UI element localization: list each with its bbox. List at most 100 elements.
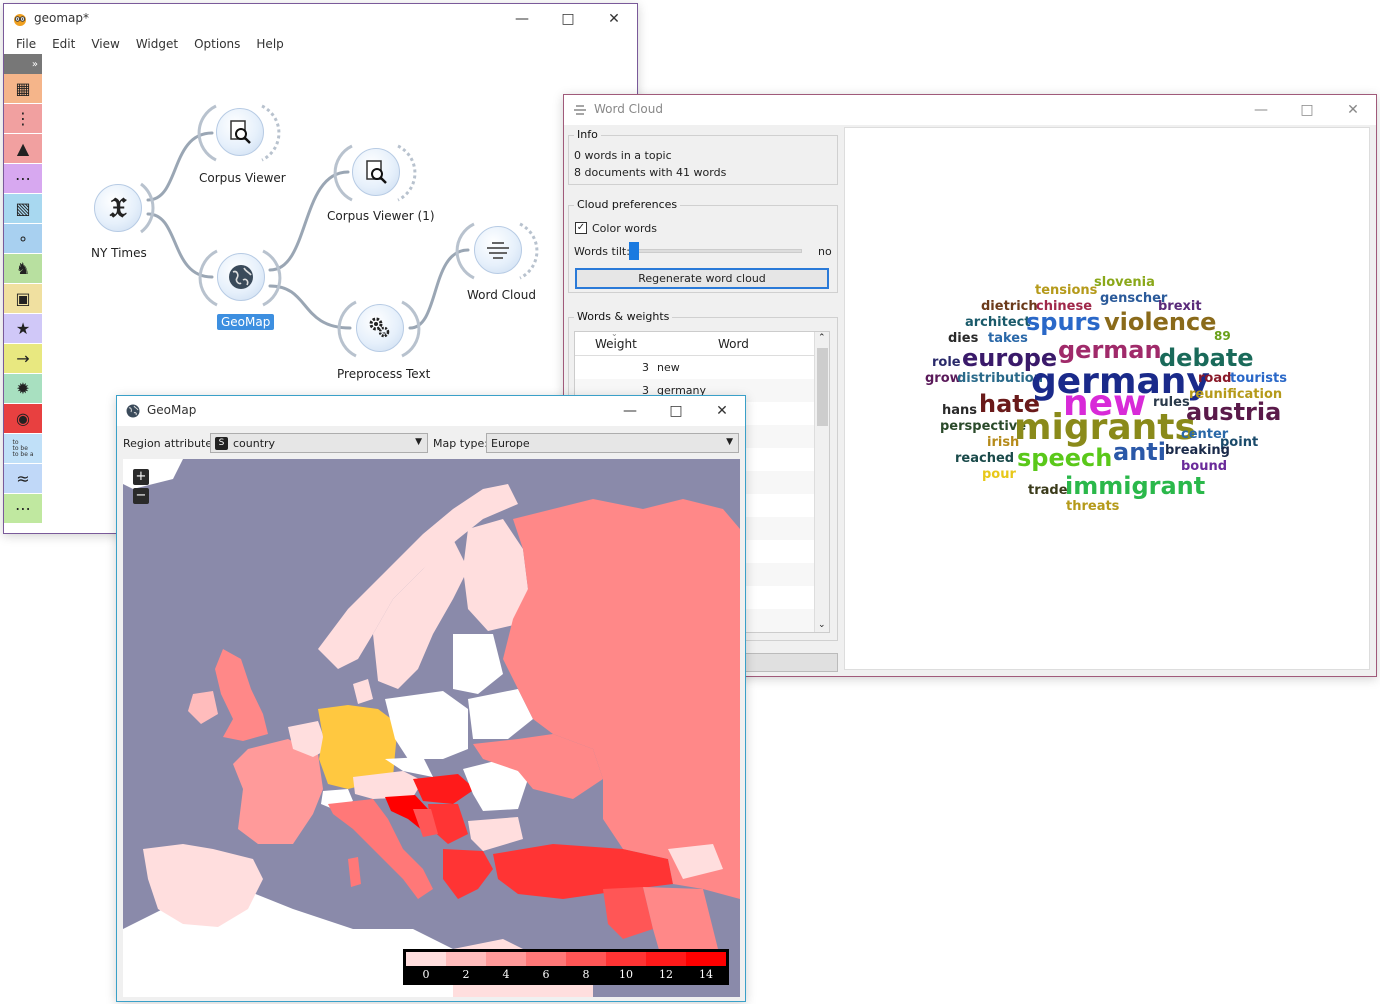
cloud-word-dietrich[interactable]: dietrich (981, 299, 1038, 314)
close-icon[interactable]: ✕ (608, 11, 620, 27)
cloud-word-anti[interactable]: anti (1113, 438, 1166, 466)
toolbox-arrows-button[interactable]: → (4, 344, 42, 374)
cloud-word-perspective[interactable]: perspective (940, 419, 1027, 434)
node-corpus-viewer-1[interactable] (348, 144, 404, 200)
toolbox-dots-button[interactable]: ∘ (4, 224, 42, 254)
menu-help[interactable]: Help (256, 37, 284, 51)
close-icon[interactable]: ✕ (1347, 102, 1359, 118)
cloud-word-reached[interactable]: reached (955, 451, 1015, 466)
cloud-word-german[interactable]: german (1058, 336, 1162, 364)
cloud-word-breaking[interactable]: breaking (1165, 443, 1230, 458)
toolbox-grid-button[interactable]: ▧ (4, 194, 42, 224)
node-word-cloud[interactable] (470, 222, 526, 278)
cloud-word-germany[interactable]: germany (1031, 361, 1210, 402)
toolbox-graduation-button[interactable]: ◉ (4, 404, 42, 434)
cloud-word-europe[interactable]: europe (962, 344, 1058, 372)
table-scrollbar[interactable]: ⌃ ⌄ (814, 332, 829, 632)
orange-titlebar[interactable]: geomap* — □ ✕ (4, 4, 637, 34)
cloud-word-immigrant[interactable]: immigrant (1065, 472, 1206, 500)
menu-edit[interactable]: Edit (52, 37, 76, 51)
toolbox-scatter-green-button[interactable]: ⋯ (4, 494, 42, 524)
table-row[interactable]: 3 new (575, 356, 815, 379)
menu-file[interactable]: File (16, 37, 37, 51)
cloud-word-genscher[interactable]: genscher (1100, 291, 1168, 306)
cloud-word-reunification[interactable]: reunification (1189, 387, 1283, 402)
toolbox-network-button[interactable]: ✹ (4, 374, 42, 404)
toolbox-hierarchy-button[interactable]: ♞ (4, 254, 42, 284)
menu-options[interactable]: Options (194, 37, 241, 51)
cloud-word-debate[interactable]: debate (1159, 344, 1254, 372)
toolbox-line-button[interactable]: ≈ (4, 464, 42, 494)
node-corpus-viewer-1-label: Corpus Viewer (1) (327, 209, 435, 223)
cloud-word-role[interactable]: role (932, 355, 961, 370)
scroll-down-icon[interactable]: ⌄ (818, 620, 826, 630)
cloud-word-slovenia[interactable]: slovenia (1094, 275, 1155, 290)
cloud-word-road[interactable]: road (1198, 371, 1232, 386)
column-word[interactable]: Word (718, 337, 749, 351)
geomap-titlebar[interactable]: GeoMap — □ ✕ (117, 396, 745, 426)
maximize-icon[interactable]: □ (669, 403, 683, 419)
zoom-out-button[interactable]: − (133, 488, 149, 504)
cloud-word-hans[interactable]: hans (942, 403, 978, 418)
cloud-word-violence[interactable]: violence (1104, 308, 1217, 336)
words-tilt-slider-handle[interactable] (629, 242, 639, 260)
cloud-word-spurs[interactable]: spurs (1026, 308, 1101, 336)
regenerate-button[interactable]: Regenerate word cloud (575, 268, 829, 289)
menu-widget[interactable]: Widget (135, 37, 179, 51)
maximize-icon[interactable]: □ (1300, 102, 1314, 118)
words-tilt-slider-track[interactable] (630, 249, 802, 253)
cloud-word-hate[interactable]: hate (979, 390, 1041, 418)
node-preprocess-text[interactable]: a (352, 300, 408, 356)
color-words-checkbox[interactable]: ✓ (575, 222, 587, 234)
column-weight[interactable]: Weight (595, 337, 637, 351)
cloud-word-takes[interactable]: takes (988, 331, 1028, 346)
zoom-in-button[interactable]: + (133, 469, 149, 485)
cloud-word-austria[interactable]: austria (1186, 398, 1282, 426)
cloud-word-irish[interactable]: irish (987, 435, 1020, 450)
cloud-word-distribution[interactable]: distribution (957, 371, 1043, 386)
cloud-word-pour[interactable]: pour (982, 467, 1016, 482)
menu-view[interactable]: View (91, 37, 120, 51)
toolbox-sieve-button[interactable]: ⋯ (4, 164, 42, 194)
choropleth-svg (123, 459, 740, 997)
cloud-word-brexit[interactable]: brexit (1158, 299, 1202, 314)
scroll-up-icon[interactable]: ⌃ (818, 333, 826, 343)
cloud-word-rules[interactable]: rules (1153, 395, 1190, 410)
cloud-word-center[interactable]: center (1181, 427, 1229, 442)
cloud-word-bound[interactable]: bound (1181, 459, 1228, 474)
cloud-word-tensions[interactable]: tensions (1035, 283, 1098, 298)
cloud-word-new[interactable]: new (1063, 383, 1147, 424)
cloud-word-trade[interactable]: trade (1028, 483, 1068, 498)
scrollbar-thumb[interactable] (817, 348, 828, 426)
toolbox-image-button[interactable]: ▣ (4, 284, 42, 314)
cloud-word-tourists[interactable]: tourists (1230, 371, 1287, 386)
toolbox-table-button[interactable]: ▦ (4, 74, 42, 104)
cloud-word-grow[interactable]: grow (925, 371, 962, 386)
toolbox-star-button[interactable]: ★ (4, 314, 42, 344)
toolbox-text-icon-line: to be a (12, 450, 34, 458)
toolbox-tree-button[interactable]: ▲ (4, 134, 42, 164)
map-type-select[interactable]: Europe ▼ (486, 433, 739, 453)
minimize-icon[interactable]: — (623, 403, 637, 419)
close-icon[interactable]: ✕ (716, 403, 728, 419)
cloud-word-89[interactable]: 89 (1214, 329, 1231, 343)
node-geomap[interactable] (213, 249, 269, 305)
toolbox-scatter-button[interactable]: ⋮ (4, 104, 42, 134)
minimize-icon[interactable]: — (515, 11, 529, 27)
word-cloud-titlebar[interactable]: Word Cloud — □ ✕ (564, 95, 1376, 125)
cloud-word-point[interactable]: point (1220, 435, 1259, 450)
cloud-word-migrants[interactable]: migrants (1014, 407, 1196, 448)
cloud-word-architect[interactable]: architect (965, 315, 1031, 330)
node-nytimes[interactable]: 𝔛 (90, 180, 146, 236)
cloud-word-chinese[interactable]: chinese (1036, 299, 1093, 314)
region-attribute-select[interactable]: S country ▼ (210, 433, 428, 453)
cloud-word-threats[interactable]: threats (1066, 499, 1120, 514)
maximize-icon[interactable]: □ (561, 11, 575, 27)
cloud-word-dies[interactable]: dies (948, 331, 979, 346)
node-corpus-viewer[interactable] (212, 104, 268, 160)
toolbox-expand-button[interactable]: » (4, 54, 42, 74)
cloud-word-speech[interactable]: speech (1017, 444, 1113, 472)
minimize-icon[interactable]: — (1254, 102, 1268, 118)
